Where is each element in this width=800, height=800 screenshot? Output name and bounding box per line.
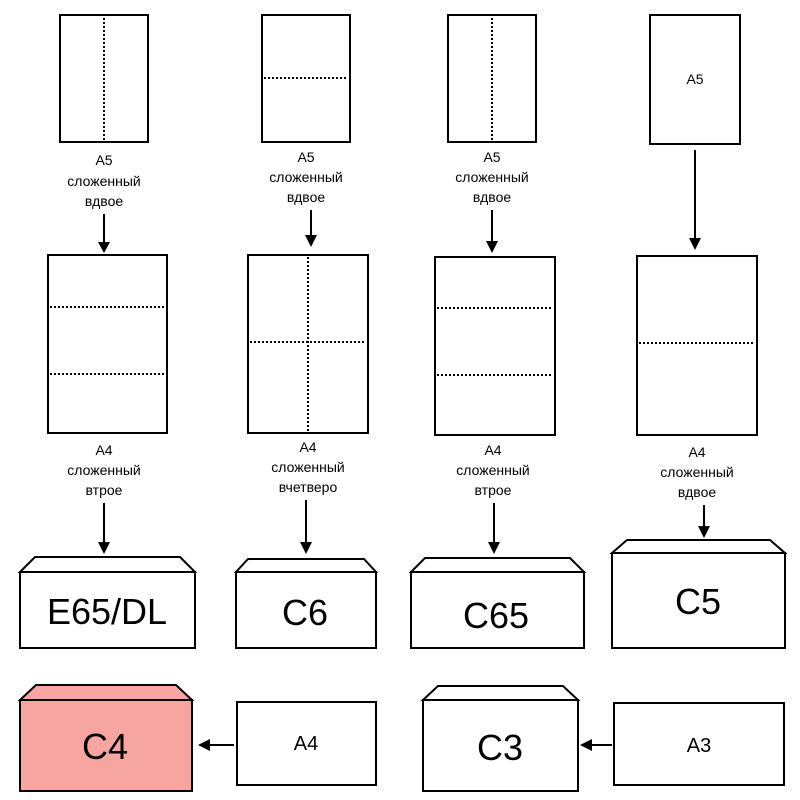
bottom-left-group: C4 A4 [17,684,377,792]
sheet-label: A3 [687,735,711,757]
bottom-right-group: C3 A3 [420,685,785,792]
caption-line: A5 [297,149,314,165]
column-2: A5 сложенный вдвое A4 сложенный вчетверо… [233,14,379,649]
envelope-label: C6 [282,592,328,633]
envelope-label: E65/DL [47,591,167,632]
envelope-flap [609,539,788,554]
caption-line: сложенный [660,464,733,480]
down-arrowhead-icon [698,526,710,538]
a4-sheet-flat [236,701,377,786]
a4-sheet-folded-half [636,255,758,436]
caption-line: вдвое [678,484,717,500]
caption-line: сложенный [456,462,529,478]
a4-sheet-folded-thirds [434,256,556,436]
envelope-flap [17,556,198,573]
down-arrowhead-icon [689,238,701,250]
envelope-label: C4 [82,726,128,767]
sheet-label: A5 [686,71,703,87]
caption-line: вчетверо [279,479,338,495]
caption-line: вдвое [473,189,512,205]
caption-line: A4 [299,439,316,455]
column-4: A5 A4 сложенный вдвое C5 [609,14,788,649]
caption-line: сложенный [271,459,344,475]
a5-sheet-unfolded [649,14,741,145]
envelope-c3 [422,699,579,792]
caption-line: вдвое [85,193,124,209]
caption-line: втрое [86,482,123,498]
sheet-label: A4 [294,733,318,755]
caption-line: втрое [475,482,512,498]
down-arrowhead-icon [98,242,110,253]
column-1: A5 сложенный вдвое A4 сложенный втрое E6… [17,14,198,649]
caption-line: A5 [95,152,112,168]
envelope-flap [408,557,587,573]
caption-line: сложенный [455,169,528,185]
caption-line: A5 [483,149,500,165]
envelope-flap [420,685,581,701]
caption-line: вдвое [287,189,326,205]
envelope-label: C65 [463,595,529,636]
envelope-flap [233,558,379,573]
a4-sheet-folded-quarters [247,254,369,434]
left-arrowhead-icon [580,739,592,751]
caption-line: сложенный [269,169,342,185]
envelope-c5 [611,552,786,649]
envelope-e65-dl [19,571,196,649]
caption-line: сложенный [67,173,140,189]
envelope-c4 [19,699,193,792]
down-arrowhead-icon [488,542,500,554]
envelope-label: C5 [675,581,721,622]
down-arrowhead-icon [300,542,312,554]
envelope-c65 [410,571,585,649]
caption-line: A4 [484,442,501,458]
a3-sheet-flat [613,702,785,786]
envelope-c6 [235,571,377,649]
caption-line: A4 [95,442,112,458]
envelope-flap [17,684,195,701]
down-arrowhead-icon [98,542,110,554]
envelope-label: C3 [477,727,523,768]
caption-line: сложенный [67,462,140,478]
column-3: A5 сложенный вдвое A4 сложенный втрое C6… [408,14,587,649]
a4-sheet-folded-thirds [47,254,168,434]
left-arrowhead-icon [198,739,210,751]
down-arrowhead-icon [486,241,498,253]
down-arrowhead-icon [305,235,317,247]
caption-line: A4 [688,444,705,460]
